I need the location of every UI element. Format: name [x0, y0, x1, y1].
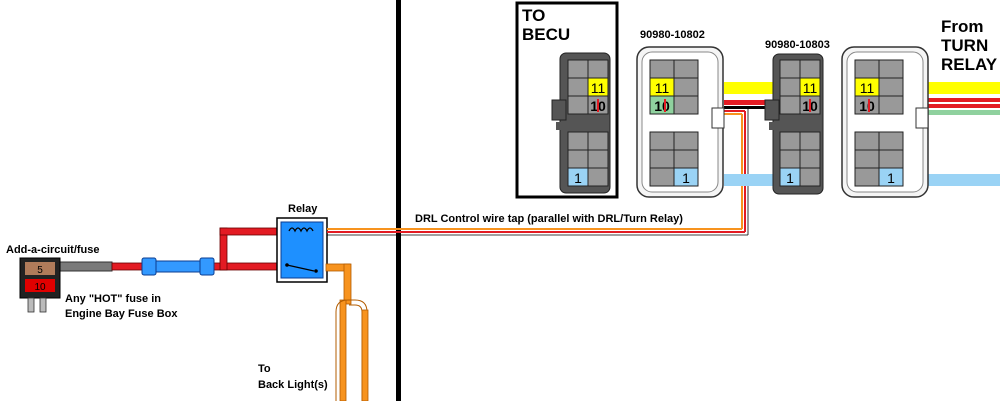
- connector-becu: 11 10 1: [551, 52, 611, 194]
- connector-turn-pin-10: 10: [859, 98, 875, 114]
- connector-a-pin-11: 11: [655, 80, 670, 96]
- harness-wires: [724, 82, 1000, 186]
- divider-line: [396, 0, 401, 401]
- connector-b-pin-1: 1: [786, 170, 794, 186]
- to-back-label-line2: Back Light(s): [258, 379, 328, 391]
- drl-tap-wire: [327, 107, 749, 236]
- connector-turn-relay: 11 10 1: [841, 46, 929, 198]
- drl-tap-label: DRL Control wire tap (parallel with DRL/…: [415, 213, 683, 225]
- becu-pin-1: 1: [574, 170, 582, 186]
- add-a-circuit-label: Add-a-circuit/fuse: [6, 244, 100, 256]
- connector-a: 11 10 1: [636, 46, 725, 198]
- connector-turn-pin-1: 1: [887, 170, 895, 186]
- becu-pin-11: 11: [591, 80, 606, 96]
- from-turn-label-line2: TURN: [941, 36, 988, 55]
- relay-label: Relay: [288, 203, 318, 215]
- connector-b-part-label: 90980-10803: [765, 39, 830, 51]
- relay-symbol: [276, 217, 328, 283]
- output-wire: [325, 263, 369, 401]
- to-becu-label-line2: BECU: [522, 25, 570, 44]
- add-a-circuit-fuse: 5 10: [19, 257, 61, 313]
- connector-turn-pin-11: 11: [860, 80, 875, 96]
- to-back-label-line1: To: [258, 363, 271, 375]
- hot-fuse-label-line1: Any "HOT" fuse in: [65, 293, 161, 305]
- connector-b-pin-11: 11: [803, 80, 818, 96]
- becu-box: [515, 1, 619, 199]
- from-turn-label-line3: RELAY: [941, 55, 998, 74]
- inline-fuse-holder: [141, 257, 215, 276]
- connector-b: 11 10 1: [764, 53, 824, 195]
- fuse-bottom-value: 10: [34, 282, 46, 293]
- power-wire: [59, 227, 279, 272]
- connector-a-pin-10: 10: [654, 98, 670, 114]
- from-turn-label-line1: From: [941, 17, 984, 36]
- to-becu-label-line1: TO: [522, 6, 545, 25]
- hot-fuse-label-line2: Engine Bay Fuse Box: [65, 308, 178, 320]
- connector-a-pin-1: 1: [682, 170, 690, 186]
- fuse-top-value: 5: [37, 265, 43, 276]
- connector-a-part-label: 90980-10802: [640, 29, 705, 41]
